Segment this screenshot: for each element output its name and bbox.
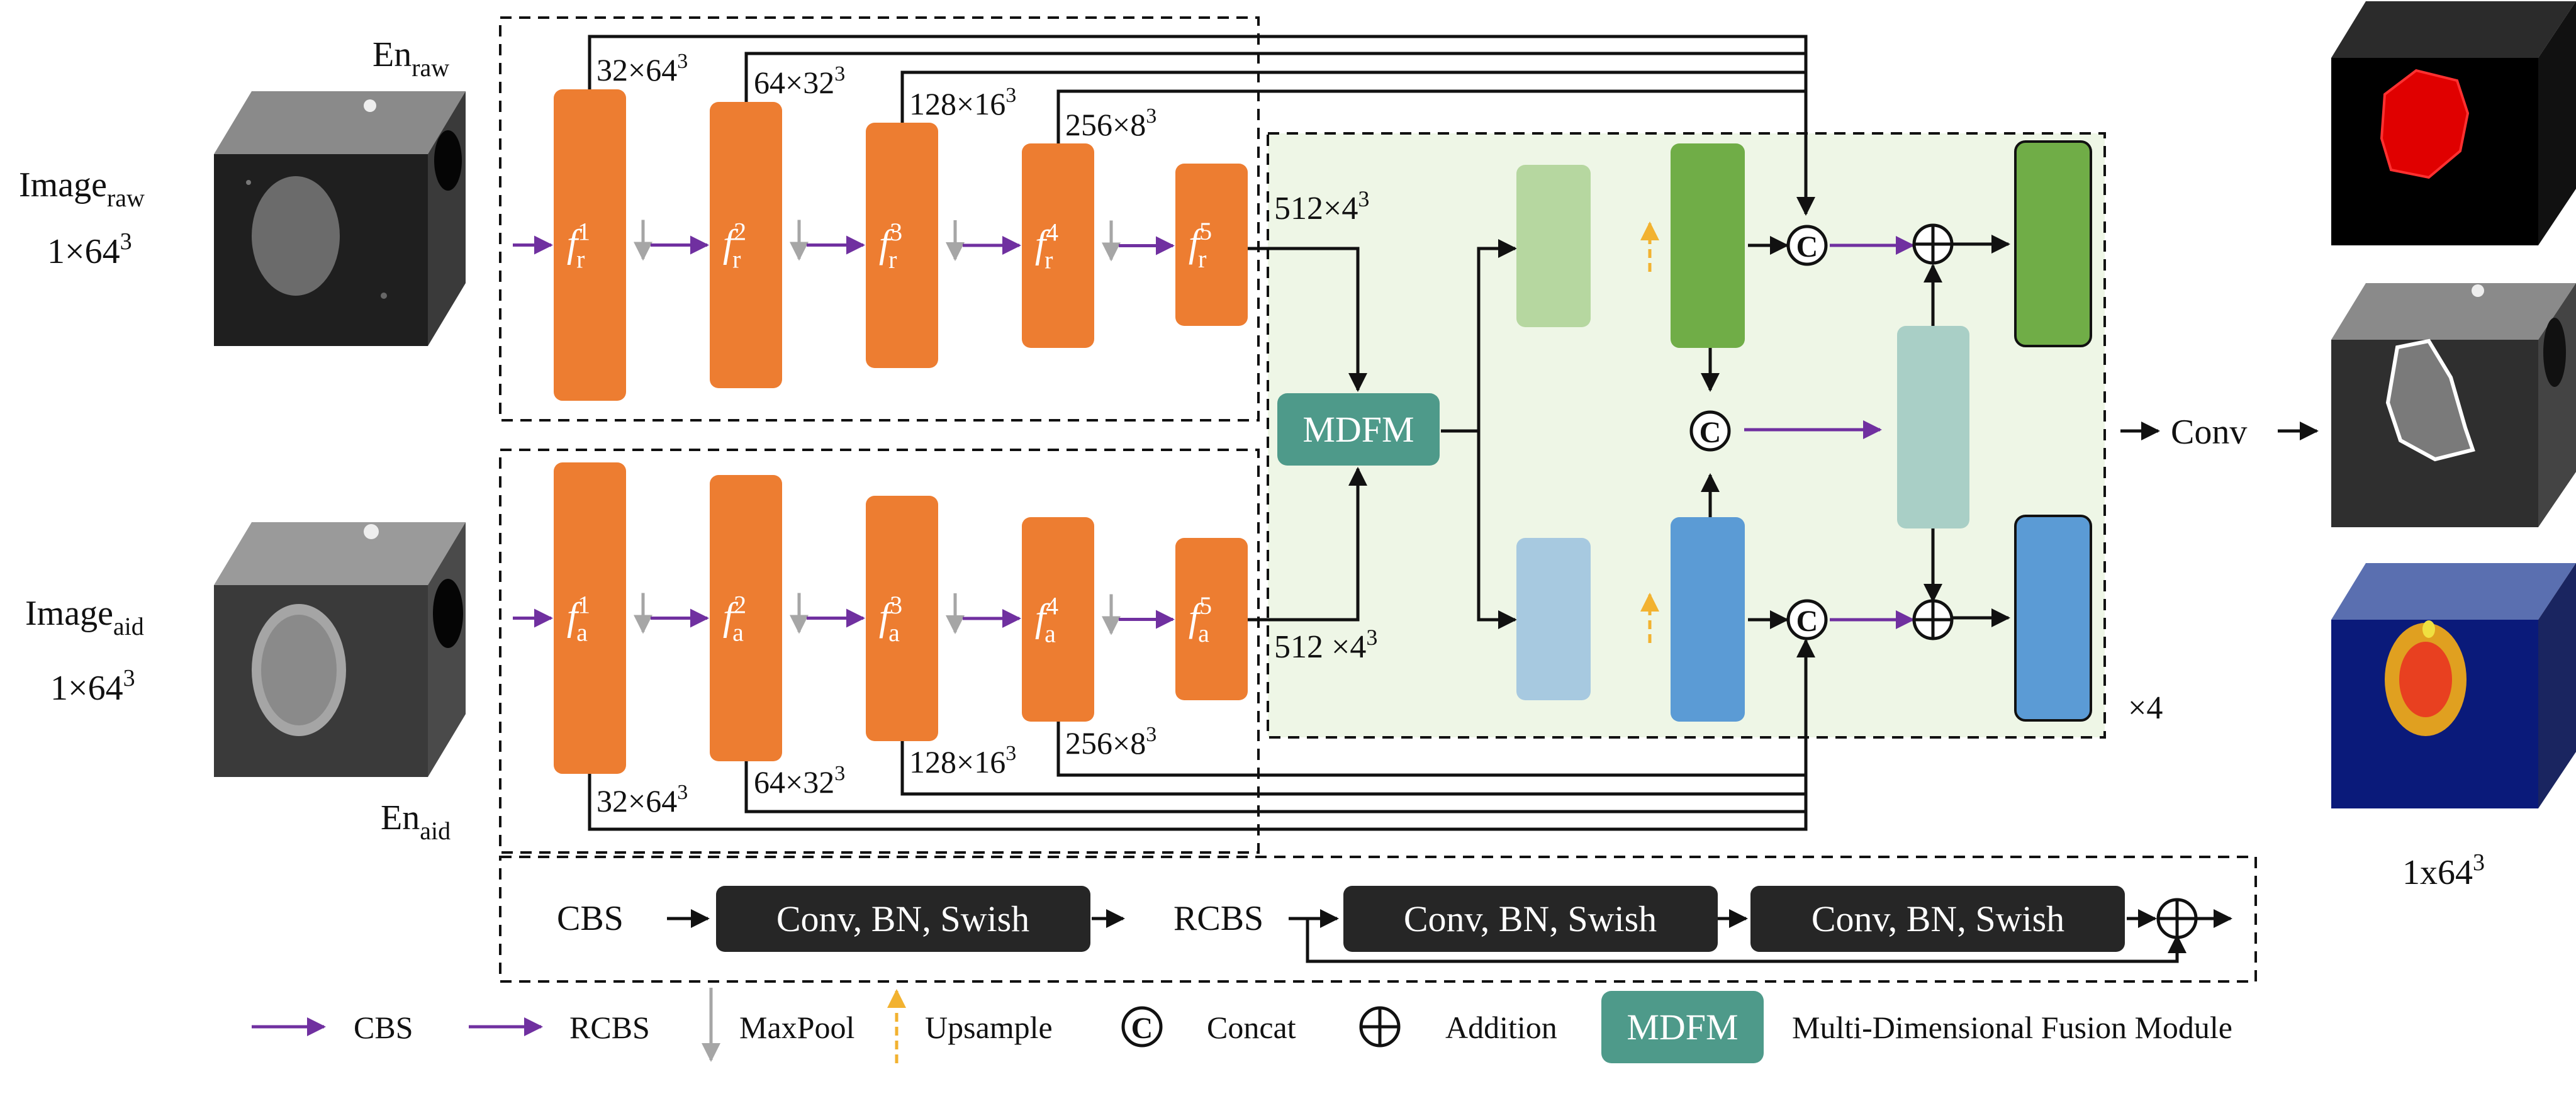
output-segmentation-cube (2331, 1, 2576, 245)
encoder-raw-block-1 (554, 89, 626, 401)
raw-image-size: 1×643 (47, 228, 132, 271)
encoder-aid-box (499, 449, 1260, 854)
cross-fusion-block (1897, 326, 1969, 528)
addition-symbol-aid (1912, 599, 1954, 640)
skip-aid-dim-4: 256×83 (1065, 723, 1156, 761)
concat-symbol-raw: C (1786, 225, 1828, 266)
output-heatmap-cube (2331, 563, 2576, 808)
svg-text:C: C (1131, 1012, 1153, 1045)
legend-addition-label: Addition (1445, 1010, 1557, 1045)
skip-connections (588, 35, 2319, 831)
encoder-aid-label: Enaid (381, 798, 451, 845)
legend-addition-icon (1359, 1006, 1401, 1048)
skip-labels: 32×643 64×323 128×163 256×83 32×643 64×323 128… (596, 50, 1156, 819)
legend-rcbs-label: RCBS (569, 1010, 650, 1045)
encoder-raw-box (499, 16, 1260, 422)
legend-concat-label: Concat (1207, 1010, 1296, 1045)
svg-text:Conv, BN, Swish: Conv, BN, Swish (776, 898, 1029, 939)
decoder-raw-block (1671, 143, 1745, 348)
aid-image-size: 1×643 (50, 665, 135, 708)
encoder-raw-block-3 (866, 123, 938, 368)
concat-symbol-mid: C (1689, 410, 1731, 452)
raw-image-label: Imageraw (19, 165, 145, 212)
encoder-aid-block-1 (554, 462, 626, 774)
legend-mdfm-box (1601, 991, 1764, 1063)
skip-raw-dim-2: 64×323 (754, 62, 845, 100)
bottleneck-aid-label: 512 ×43 (1274, 625, 1377, 665)
repeat-label: ×4 (2128, 690, 2163, 726)
rcbs-first-block (1343, 886, 1718, 952)
aid-image-label: Imageaid (25, 594, 144, 640)
legend-mdfm-label: Multi-Dimensional Fusion Module (1792, 1010, 2232, 1045)
skip-raw-dim-4: 256×83 (1065, 104, 1156, 142)
conv-label: Conv (2171, 413, 2247, 452)
output-raw-block (2014, 140, 2092, 347)
aid-image-cube (214, 522, 466, 777)
decoder-purple-arrows (1744, 236, 1915, 629)
skip-raw-dim-1: 32×643 (596, 50, 688, 87)
cbs-definition-label: CBS (557, 899, 624, 938)
rcbs-definition-label: RCBS (1173, 899, 1263, 938)
skip-aid-dim-3: 128×163 (909, 742, 1016, 780)
concat-symbol-aid: C (1786, 599, 1828, 640)
addition-symbol-raw (1912, 223, 1954, 265)
block-definitions-box (499, 856, 2257, 983)
encoder-aid-block-5 (1175, 538, 1248, 700)
svg-text:Conv, BN, Swish: Conv, BN, Swish (1812, 898, 2064, 939)
skip-aid-dim-2: 64×323 (754, 762, 845, 800)
skip-raw-dim-3: 128×163 (909, 84, 1016, 121)
encoder-aid-block-4 (1022, 517, 1094, 722)
legend-upsample-label: Upsample (925, 1010, 1053, 1045)
mdfm-block (1277, 393, 1440, 466)
output-contour-cube (2331, 283, 2576, 527)
rcbs-addition-icon (2156, 898, 2198, 939)
svg-text:C: C (1700, 416, 1722, 449)
encoder-raw-block-2 (710, 102, 782, 388)
svg-text:MDFM: MDFM (1627, 1007, 1738, 1048)
cbs-conv-bn-swish-block (716, 886, 1090, 952)
encoder-aid-block-2 (710, 475, 782, 761)
legend: CBS RCBS MaxPool Upsample C Concat Addit… (252, 988, 2232, 1063)
output-aid-block (2014, 515, 2092, 722)
svg-text:Conv, BN, Swish: Conv, BN, Swish (1404, 898, 1657, 939)
encoder-raw-label: Enraw (372, 35, 449, 82)
rcbs-second-block (1750, 886, 2125, 952)
svg-text:C: C (1796, 605, 1818, 638)
decoder-aid-block (1671, 517, 1745, 722)
legend-concat-icon: C (1121, 1006, 1163, 1048)
decoder-aid-light-block (1516, 538, 1591, 700)
skip-aid-dim-1: 32×643 (596, 781, 688, 819)
svg-text:C: C (1796, 230, 1818, 264)
decoder-raw-light-block (1516, 165, 1591, 327)
encoder-aid-block-3 (866, 496, 938, 741)
legend-maxpool-label: MaxPool (739, 1010, 854, 1045)
legend-cbs-label: CBS (354, 1010, 413, 1045)
output-size-label: 1x643 (2402, 849, 2485, 892)
encoder-raw-block-5 (1175, 164, 1248, 326)
bottleneck-raw-label: 512×43 (1274, 186, 1369, 226)
encoder-raw-block-4 (1022, 143, 1094, 348)
raw-image-cube (214, 91, 466, 346)
mdfm-label: MDFM (1302, 409, 1414, 450)
